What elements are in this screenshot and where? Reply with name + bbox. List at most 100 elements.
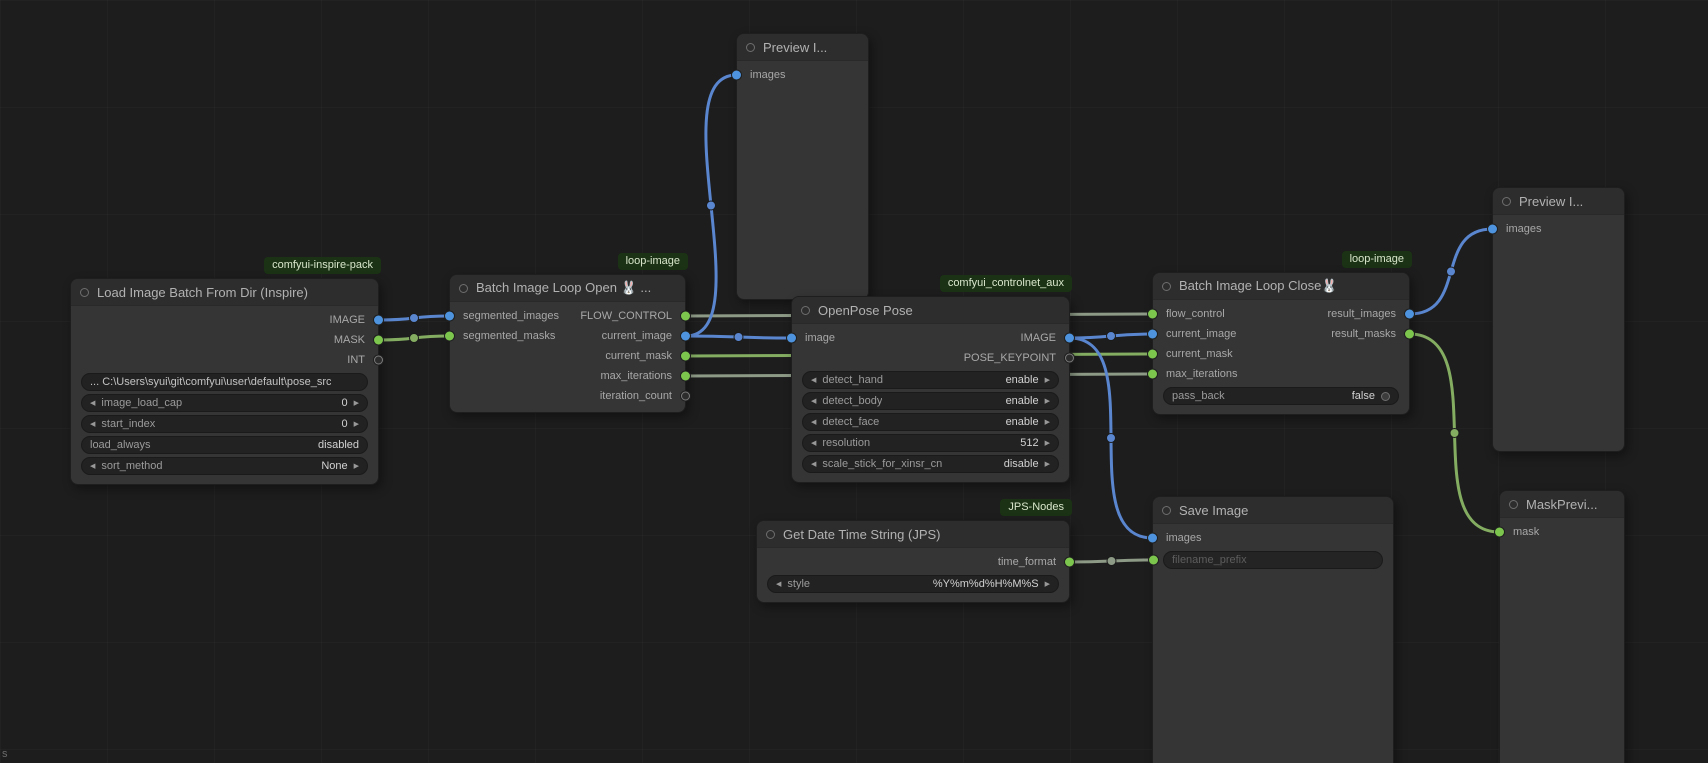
node-title-bar[interactable]: Preview I... [737,34,868,61]
output-port-max_iterations[interactable] [681,372,690,381]
widget-start_index[interactable]: ◀start_index0▶ [81,415,368,433]
collapse-icon[interactable] [746,43,755,52]
widget-filename_prefix[interactable]: filename_prefix [1163,551,1383,569]
input-port-flow_control[interactable] [1148,310,1157,319]
node-title-bar[interactable]: MaskPrevi... [1500,491,1624,518]
collapse-icon[interactable] [766,530,775,539]
decrement-arrow-icon[interactable]: ◀ [811,461,816,468]
widget-resolution[interactable]: ◀resolution512▶ [802,434,1059,452]
output-port-FLOW_CONTROL[interactable] [681,312,690,321]
node-badge: loop-image [618,253,688,270]
widget-scale_stick_for_xinsr_cn[interactable]: ◀scale_stick_for_xinsr_cndisable▶ [802,455,1059,473]
widget-label: pass_back [1172,390,1225,402]
output-port-IMAGE[interactable] [1065,334,1074,343]
collapse-icon[interactable] [1509,500,1518,509]
output-port-time_format[interactable] [1065,558,1074,567]
increment-arrow-icon[interactable]: ▶ [1045,377,1050,384]
input-port-image[interactable] [787,334,796,343]
widget-load_always[interactable]: load_alwaysdisabled [81,436,368,454]
decrement-arrow-icon[interactable]: ◀ [811,377,816,384]
input-port-images[interactable] [732,71,741,80]
widget-text-value[interactable]: ... C:\Users\syui\git\comfyui\user\defau… [81,373,368,391]
node-load[interactable]: Load Image Batch From Dir (Inspire)IMAGE… [70,278,379,485]
widget-label: scale_stick_for_xinsr_cn [822,458,942,470]
node-title-bar[interactable]: OpenPose Pose [792,297,1069,324]
node-title: OpenPose Pose [818,303,913,318]
input-port-max_iterations[interactable] [1148,370,1157,379]
node-gdt[interactable]: Get Date Time String (JPS)time_format◀st… [756,520,1070,603]
widget-detect_hand[interactable]: ◀detect_handenable▶ [802,371,1059,389]
decrement-arrow-icon[interactable]: ◀ [90,463,95,470]
input-port-mask[interactable] [1495,528,1504,537]
widget-detect_body[interactable]: ◀detect_bodyenable▶ [802,392,1059,410]
increment-arrow-icon[interactable]: ▶ [354,400,359,407]
toggle-indicator-icon[interactable] [1381,392,1390,401]
port-label-INT: INT [347,354,365,366]
link-midpoint-dot [410,314,419,323]
input-port-images[interactable] [1148,534,1157,543]
port-row: flow_controlresult_images [1153,304,1409,324]
node-open[interactable]: Batch Image Loop Open 🐰 ...segmented_ima… [449,274,686,413]
increment-arrow-icon[interactable]: ▶ [354,421,359,428]
input-port-images[interactable] [1488,225,1497,234]
node-title-bar[interactable]: Preview I... [1493,188,1624,215]
increment-arrow-icon[interactable]: ▶ [1045,440,1050,447]
collapse-icon[interactable] [801,306,810,315]
increment-arrow-icon[interactable]: ▶ [1045,461,1050,468]
widget-image_load_cap[interactable]: ◀image_load_cap0▶ [81,394,368,412]
node-preview1[interactable]: Preview I...images [736,33,869,300]
node-body: flow_controlresult_images current_image re… [1153,300,1409,414]
input-port-current_image[interactable] [1148,330,1157,339]
decrement-arrow-icon[interactable]: ◀ [776,581,781,588]
output-port-INT[interactable] [374,356,383,365]
node-title-bar[interactable]: Batch Image Loop Open 🐰 ... [450,275,685,302]
input-port-segmented_masks[interactable] [445,332,454,341]
decrement-arrow-icon[interactable]: ◀ [811,419,816,426]
decrement-arrow-icon[interactable]: ◀ [811,440,816,447]
output-port-current_mask[interactable] [681,352,690,361]
node-title-bar[interactable]: Load Image Batch From Dir (Inspire) [71,279,378,306]
output-port-POSE_KEYPOINT[interactable] [1065,354,1074,363]
output-port-current_image[interactable] [681,332,690,341]
decrement-arrow-icon[interactable]: ◀ [90,421,95,428]
collapse-icon[interactable] [1502,197,1511,206]
node-close[interactable]: Batch Image Loop Close🐰flow_controlresul… [1152,272,1410,415]
output-port-MASK[interactable] [374,336,383,345]
collapse-icon[interactable] [1162,282,1171,291]
input-port-segmented_images[interactable] [445,312,454,321]
increment-arrow-icon[interactable]: ▶ [1045,398,1050,405]
node-title: Get Date Time String (JPS) [783,527,941,542]
node-title-bar[interactable]: Batch Image Loop Close🐰 [1153,273,1409,300]
widget-detect_face[interactable]: ◀detect_faceenable▶ [802,413,1059,431]
output-port-result_masks[interactable] [1405,330,1414,339]
node-save[interactable]: Save Imageimagesfilename_prefix [1152,496,1394,763]
increment-arrow-icon[interactable]: ▶ [354,463,359,470]
output-port-iteration_count[interactable] [681,392,690,401]
node-maskprev[interactable]: MaskPrevi...mask [1499,490,1625,763]
increment-arrow-icon[interactable]: ▶ [1045,419,1050,426]
collapse-icon[interactable] [80,288,89,297]
widget-value: false [1352,390,1375,402]
input-port-filename_prefix[interactable] [1149,556,1158,565]
node-title-bar[interactable]: Save Image [1153,497,1393,524]
widget-sort_method[interactable]: ◀sort_methodNone▶ [81,457,368,475]
collapse-icon[interactable] [459,284,468,293]
node-title-bar[interactable]: Get Date Time String (JPS) [757,521,1069,548]
port-label-current_image: current_image [1166,328,1236,340]
decrement-arrow-icon[interactable]: ◀ [811,398,816,405]
widget-style[interactable]: ◀style%Y%m%d%H%M%S▶ [767,575,1059,593]
decrement-arrow-icon[interactable]: ◀ [90,400,95,407]
widget-pass_back[interactable]: pass_back false [1163,387,1399,405]
link-midpoint-dot [734,333,743,342]
port-label-result_images: result_images [1328,308,1396,320]
node-pose[interactable]: OpenPose PoseimageIMAGEPOSE_KEYPOINT◀det… [791,296,1070,483]
collapse-icon[interactable] [1162,506,1171,515]
output-port-IMAGE[interactable] [374,316,383,325]
increment-arrow-icon[interactable]: ▶ [1045,581,1050,588]
node-preview2[interactable]: Preview I...images [1492,187,1625,452]
output-port-result_images[interactable] [1405,310,1414,319]
input-port-current_mask[interactable] [1148,350,1157,359]
port-row: segmented_maskscurrent_image [450,326,685,346]
port-label-iteration_count: iteration_count [600,390,672,402]
